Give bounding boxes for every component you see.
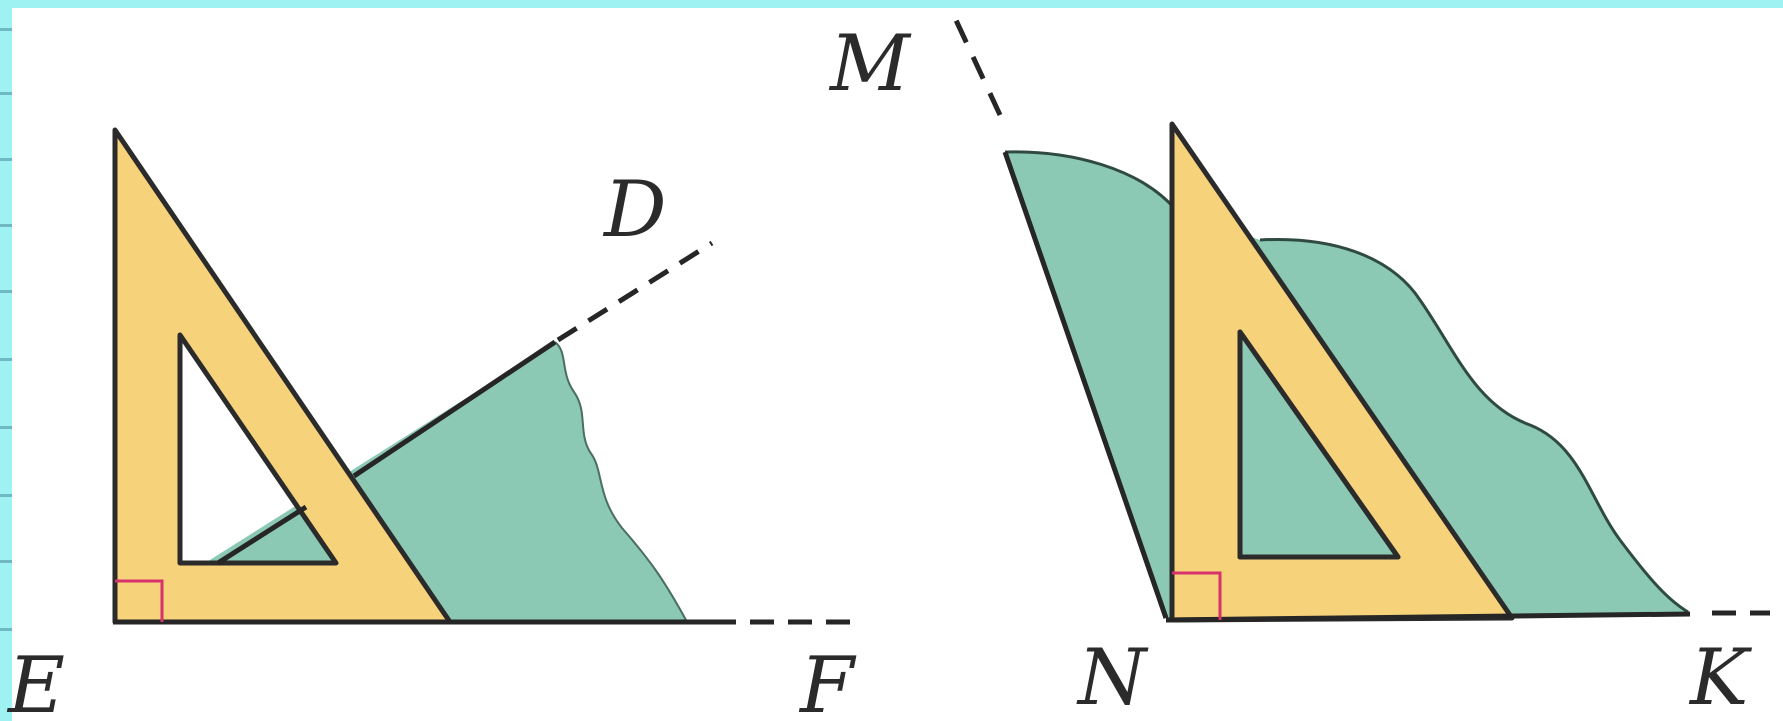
right-hole-outline xyxy=(1237,329,1401,560)
point-label-k: K xyxy=(1688,633,1753,721)
left-figure: E D F xyxy=(6,127,857,721)
frame-tick xyxy=(0,158,12,161)
frame-tick xyxy=(0,628,12,631)
point-label-m: M xyxy=(828,19,912,109)
frame-tick xyxy=(0,426,12,429)
right-right-angle-mark xyxy=(1172,571,1222,620)
frame-tick xyxy=(0,28,12,31)
point-label-e: E xyxy=(6,641,65,721)
point-label-n: N xyxy=(1076,633,1149,721)
frame-tick xyxy=(0,224,12,227)
frame-tick xyxy=(0,358,12,361)
frame-tick xyxy=(0,560,12,563)
left-right-angle-mark xyxy=(115,579,164,622)
point-label-f: F xyxy=(798,641,857,721)
frame-top-border xyxy=(0,0,1783,8)
ray-ed-dashed-extension xyxy=(556,240,714,343)
right-figure: M N K xyxy=(828,16,1770,721)
left-angle-sector xyxy=(115,342,686,620)
frame-left-border xyxy=(0,0,12,721)
frame-tick xyxy=(0,494,12,497)
frame-tick xyxy=(0,92,12,95)
ray-nm xyxy=(1002,151,1169,619)
ray-ed xyxy=(352,339,557,479)
frame-tick xyxy=(0,290,12,293)
ray-nk xyxy=(1165,611,1691,623)
point-label-d: D xyxy=(602,165,667,255)
ray-nm-dashed-extension xyxy=(952,16,1003,117)
ray-ed-inside-hole xyxy=(216,504,308,566)
right-sector-wavy-edge xyxy=(1004,150,1689,614)
left-sector-wavy-edge xyxy=(554,341,687,621)
